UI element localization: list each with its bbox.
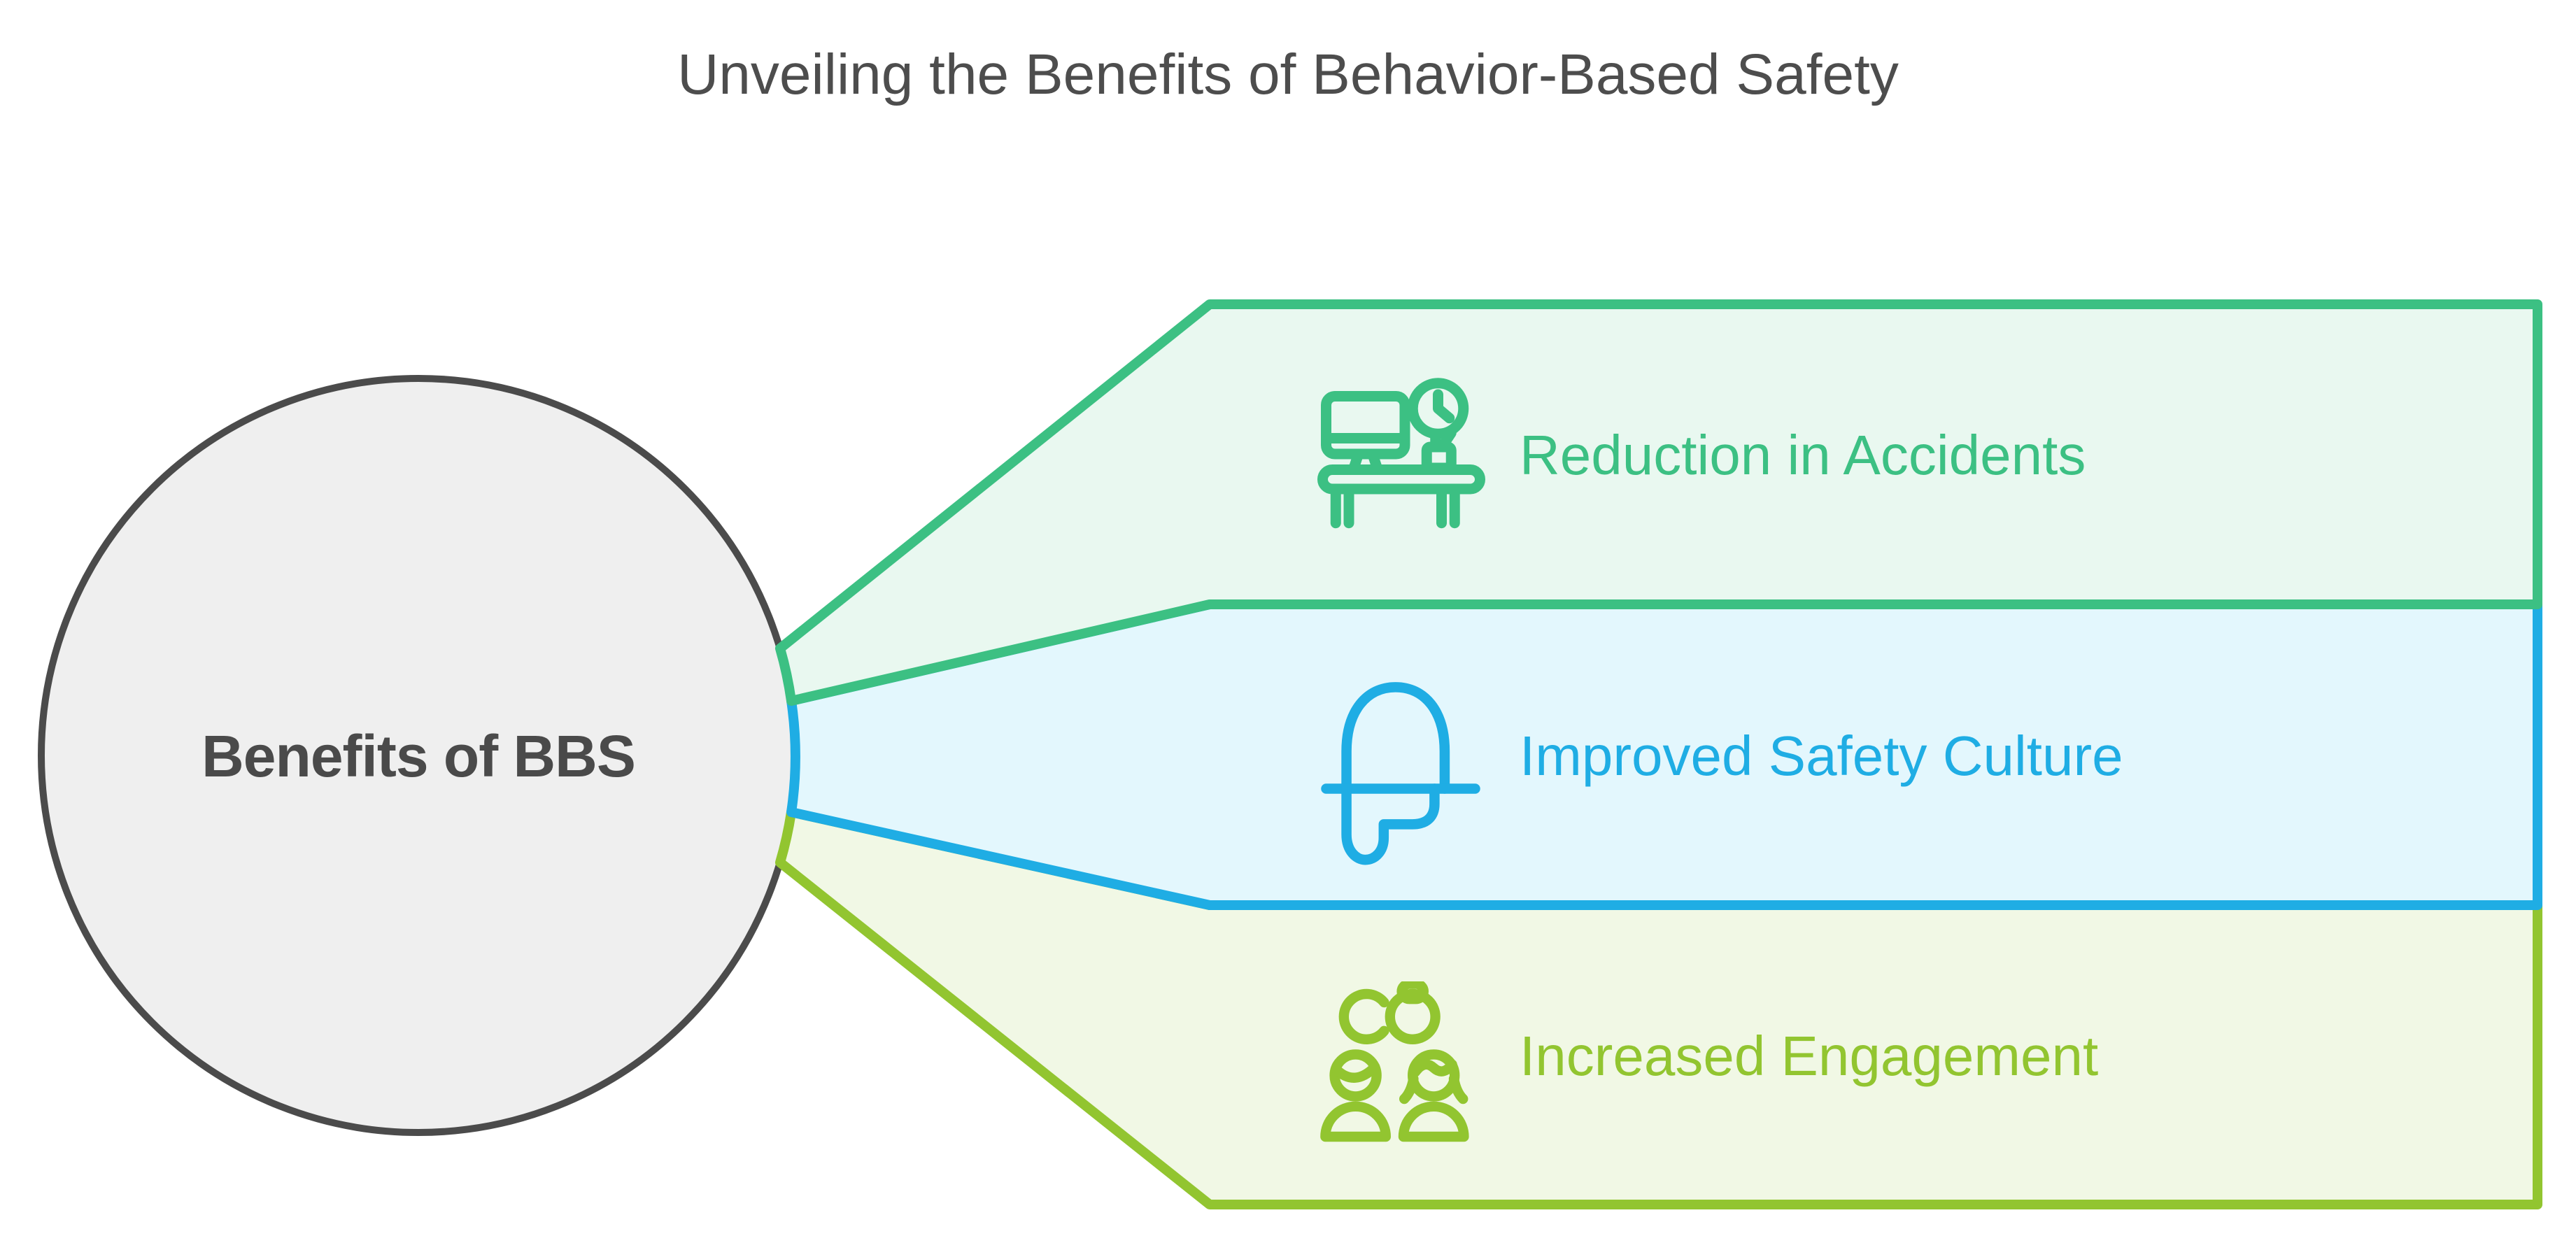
diagram-title: Unveiling the Benefits of Behavior-Based… <box>677 43 1899 106</box>
label-improved-safety-culture: Improved Safety Culture <box>1520 725 2123 787</box>
clock-hands <box>1433 389 1455 424</box>
label-reduction-in-accidents: Reduction in Accidents <box>1520 424 2086 486</box>
person-right-hair <box>1410 1059 1457 1077</box>
person-right-shoulders <box>1398 1101 1469 1142</box>
banner-reduction-in-accidents <box>775 299 2542 706</box>
person-left-hair <box>1331 1062 1380 1083</box>
person-left-shoulders <box>1320 1101 1391 1142</box>
label-increased-engagement: Increased Engagement <box>1520 1025 2098 1087</box>
people-link-icon <box>1320 981 1469 1142</box>
banner-improved-safety-culture <box>786 599 2542 910</box>
desk-top <box>1317 464 1485 495</box>
monitor-shape <box>1321 391 1410 460</box>
hub-label: Benefits of BBS <box>201 723 635 789</box>
desk-legs <box>1330 483 1460 529</box>
person-left-head <box>1329 1049 1382 1102</box>
hat-dome <box>1341 682 1450 794</box>
hard-hat-icon <box>1321 682 1480 865</box>
hat-guard <box>1341 783 1440 865</box>
ring-knob <box>1396 981 1429 1004</box>
link-ring-left <box>1338 988 1389 1044</box>
person-right-hair-strands <box>1399 1074 1469 1105</box>
desk-clock-icon <box>1317 378 1485 529</box>
